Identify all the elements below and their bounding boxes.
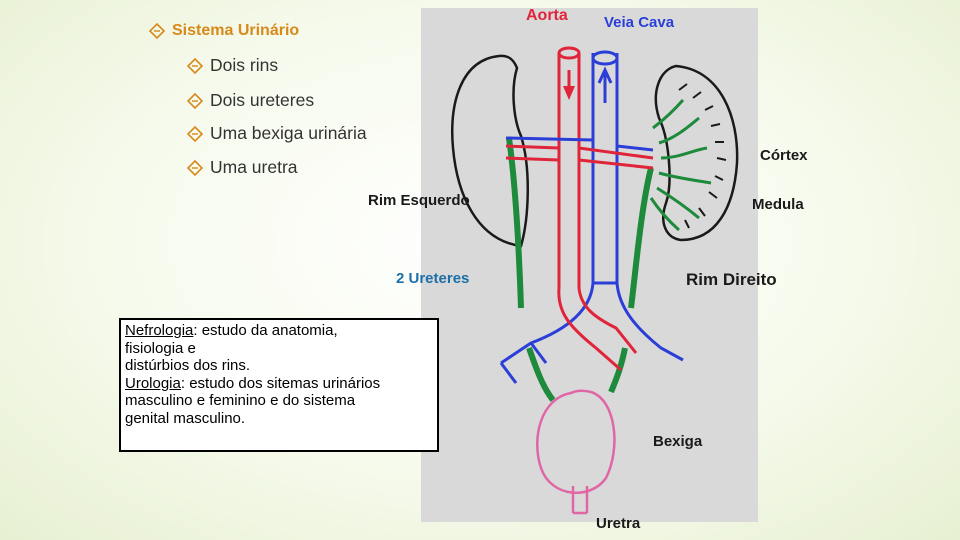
label-rim-direito: Rim Direito [686, 270, 777, 289]
bullet-item: Uma bexiga urinária [186, 123, 367, 144]
renal-vessels [505, 144, 654, 170]
label-rim-esquerdo: Rim Esquerdo [368, 192, 470, 209]
label-medula: Medula [752, 196, 804, 213]
nefrologia-text: : estudo da anatomia, [193, 322, 338, 339]
bullet-text: Uma bexiga urinária [210, 123, 367, 143]
bullet-text: Dois rins [210, 55, 279, 75]
left-ureter-lower [526, 347, 556, 402]
definitions-box: Nefrologia: estudo da anatomia, fisiolog… [119, 318, 439, 452]
right-ureter-lower [608, 347, 628, 394]
vena-cava-lower-left [499, 342, 548, 384]
label-bexiga: Bexiga [653, 433, 703, 450]
bullet-item: Dois rins [186, 55, 278, 76]
definition-line: genital masculino. [125, 409, 246, 427]
diamond-bullet-icon [186, 125, 204, 142]
urologia-term: Urologia [125, 374, 181, 392]
vena-cava [500, 53, 684, 365]
bullet-text: Dois ureteres [210, 90, 315, 110]
bullet-text: Uma uretra [210, 157, 298, 177]
diamond-bullet-icon [186, 159, 204, 176]
urologia-line: Urologia: estudo dos sitemas urinários [125, 375, 433, 393]
right-kidney-medulla [649, 99, 712, 232]
label-aorta: Aorta [526, 7, 568, 24]
bullet-item: Uma uretra [186, 157, 298, 178]
aorta [557, 53, 638, 372]
section-title: Sistema Urinário [172, 22, 300, 39]
label-uretra: Uretra [596, 515, 641, 532]
urinary-system-diagram [421, 8, 758, 522]
definition-line: masculino e feminino e do sistema [125, 392, 356, 409]
bullet-item: Dois ureteres [186, 90, 314, 111]
label-veia-cava: Veia Cava [604, 14, 675, 31]
label-ureteres: 2 Ureteres [396, 270, 470, 287]
bladder [536, 389, 616, 494]
urethra [571, 486, 589, 515]
nefrologia-line: Nefrologia: estudo da anatomia, [125, 322, 433, 340]
nefrologia-term: Nefrologia [125, 322, 194, 339]
right-ureter [628, 167, 654, 309]
left-ureter [506, 137, 524, 309]
definition-line: fisiologia e [125, 339, 196, 357]
right-kidney-cortex-marks [678, 83, 727, 229]
definition-line: distúrbios dos rins. [125, 357, 251, 374]
diamond-bullet-icon [148, 22, 166, 40]
label-cortex: Córtex [760, 147, 808, 164]
left-kidney [451, 54, 530, 248]
diamond-bullet-icon [186, 57, 204, 74]
right-kidney [654, 64, 739, 242]
urologia-text: : estudo dos sitemas urinários [180, 374, 381, 392]
bullet-title: Sistema Urinário [148, 22, 299, 40]
urinary-system-illustration [451, 46, 739, 515]
diamond-bullet-icon [186, 92, 204, 109]
